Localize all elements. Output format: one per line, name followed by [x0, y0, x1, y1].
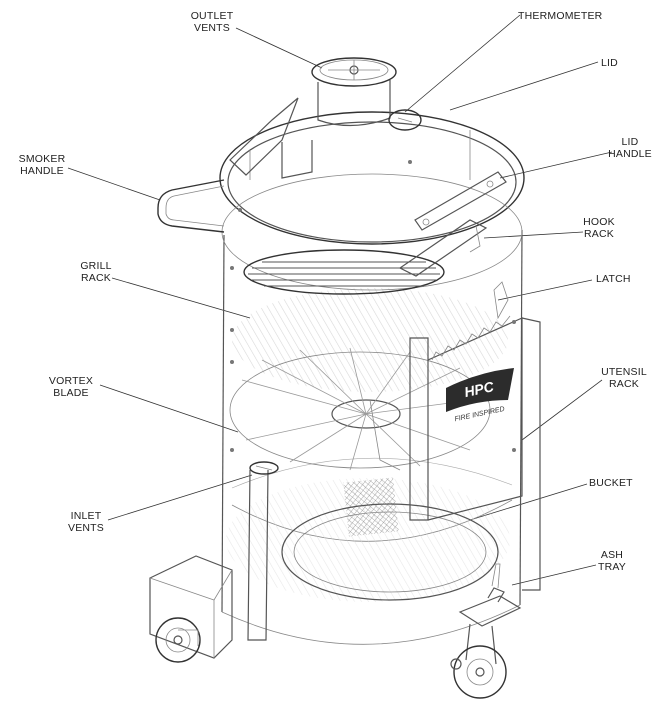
label-smoker-handle: SMOKER HANDLE: [18, 153, 66, 177]
leader-utensil-rack: [521, 379, 603, 441]
leader-outlet-vents: [235, 27, 323, 69]
leader-smoker-handle: [67, 167, 161, 201]
leader-grill-rack: [111, 277, 251, 319]
leader-hook-rack: [483, 231, 584, 239]
leader-lid-handle: [499, 151, 613, 179]
leader-ash-tray: [511, 564, 597, 586]
leader-lid: [449, 61, 599, 111]
vortex-blade-wheel: [229, 347, 491, 537]
label-outlet-vents: OUTLET VENTS: [190, 10, 234, 34]
grill-rack-grate: [243, 249, 445, 295]
hook-rack-bar: [398, 219, 488, 277]
lid-assembly: [219, 57, 525, 291]
label-grill-rack: GRILL RACK: [80, 260, 112, 284]
leader-lines: [67, 14, 613, 586]
label-lid: LID: [601, 57, 618, 69]
label-bucket: BUCKET: [589, 477, 633, 489]
inlet-vent-tube: [247, 461, 279, 641]
wheel-right: [450, 563, 522, 699]
smoker-handle-rail: [157, 179, 225, 233]
ash-tray-grate: [281, 503, 499, 601]
leader-latch: [497, 279, 593, 301]
label-hook-rack: HOOK RACK: [583, 216, 615, 240]
leader-thermometer: [404, 14, 521, 113]
leader-inlet-vents: [107, 474, 253, 521]
label-vortex-blade: VORTEX BLADE: [48, 375, 94, 399]
label-utensil-rack: UTENSIL RACK: [601, 366, 647, 390]
leader-vortex-blade: [99, 384, 239, 433]
wheel-left: [149, 555, 233, 663]
label-latch: LATCH: [596, 273, 631, 285]
rivets: [230, 160, 516, 452]
label-ash-tray: ASH TRAY: [597, 549, 627, 573]
logo-tagline: FIRE INSPIRED: [454, 406, 505, 423]
logo-brand: HPC: [463, 378, 496, 400]
label-thermometer: THERMOMETER: [518, 10, 603, 22]
label-lid-handle: LID HANDLE: [608, 136, 652, 160]
label-inlet-vents: INLET VENTS: [67, 510, 104, 534]
utensil-rack-panel: [409, 281, 541, 591]
